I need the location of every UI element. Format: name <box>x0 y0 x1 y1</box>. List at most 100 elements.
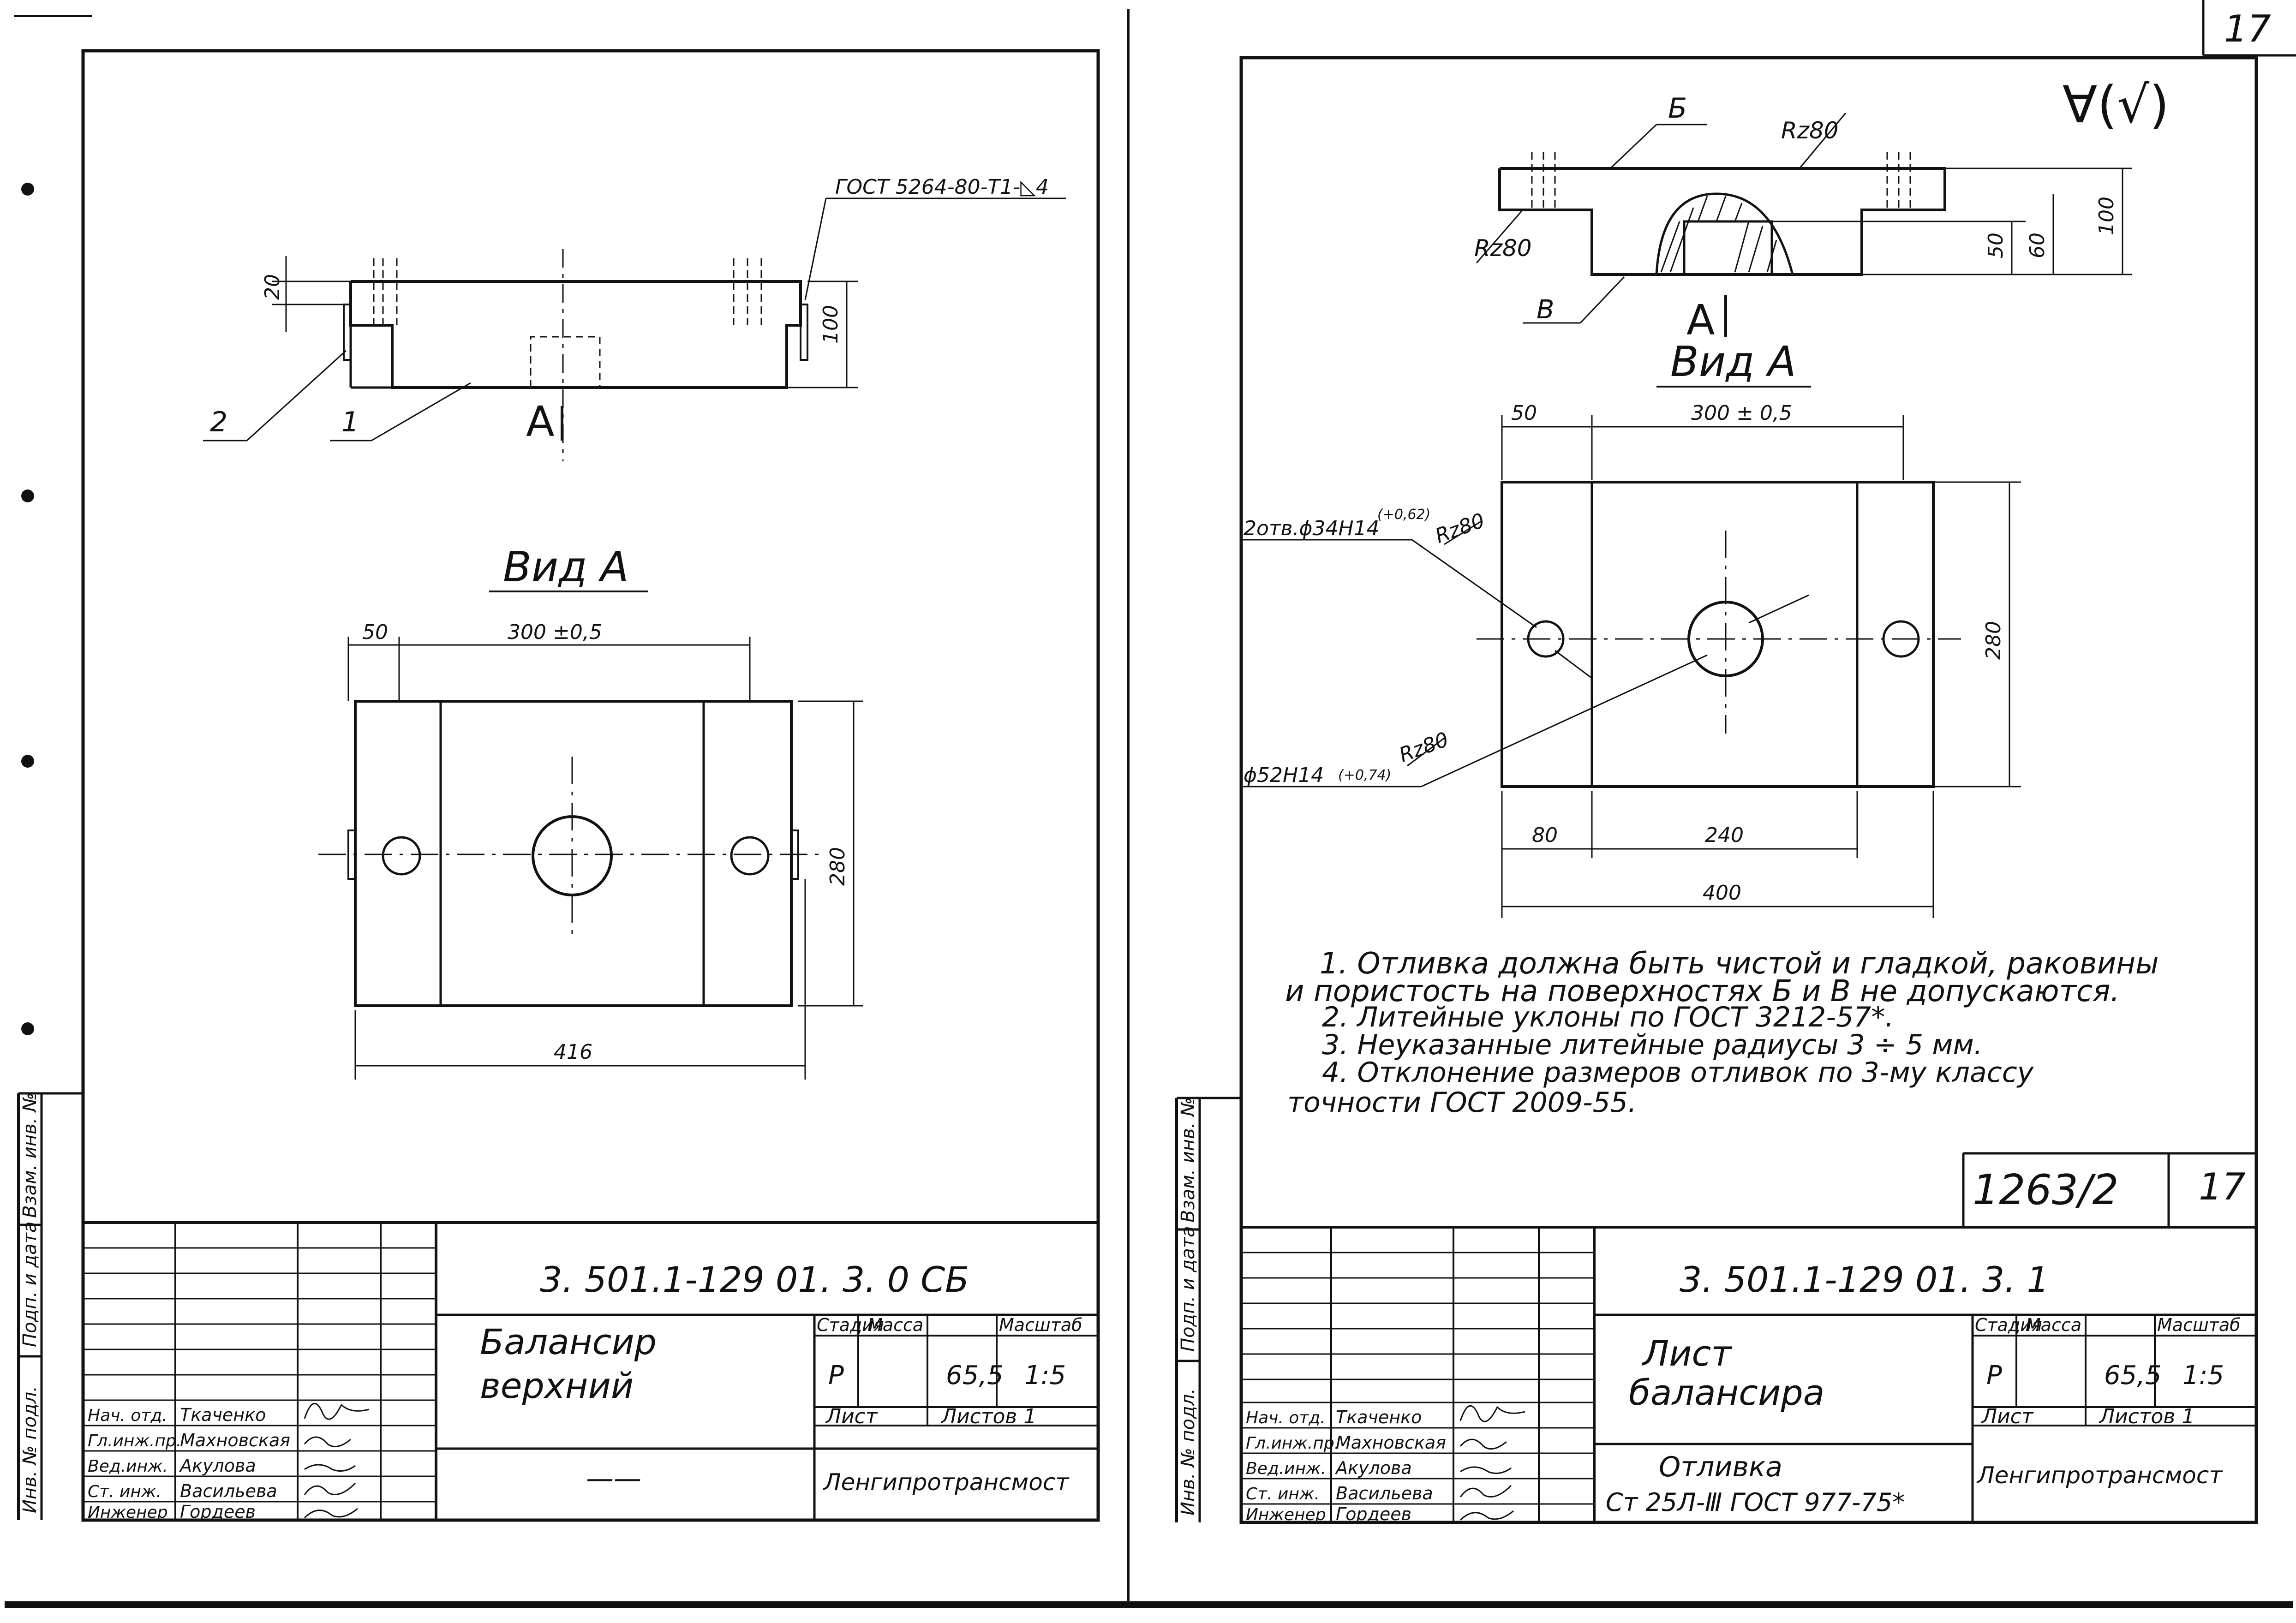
r-side-label-vzam-inv: Взам. инв. № <box>1178 1097 1199 1223</box>
left-title-block: 3. 501.1-129 01. 3. 0 СБ Балансир верхни… <box>83 1221 1098 1522</box>
note-line-1: 1. Отливка должна быть чистой и гладкой,… <box>1320 947 2159 981</box>
r-name-row-1: Ткаченко <box>1336 1407 1422 1427</box>
label-rz80-left: Rz80 <box>1474 235 1532 262</box>
hdr-stage: Стадия <box>817 1315 884 1335</box>
scale-value: 1:5 <box>1024 1360 1066 1390</box>
r-name-line-1: Лист <box>1641 1333 1733 1374</box>
right-side-strip: Инв. № подл. Подп. и дата Взам. инв. № <box>1175 1097 1241 1522</box>
technical-notes: 1. Отливка должна быть чистой и гладкой,… <box>1285 947 2159 1119</box>
r-role-row-5: Инженер <box>1246 1505 1326 1524</box>
right-sheet: Инв. № подл. Подп. и дата Взам. инв. № ∀… <box>1175 56 2258 1524</box>
signatures <box>304 1403 370 1519</box>
r-view-title-a: Вид А <box>1670 338 1796 386</box>
right-plan-view: Вид А 50 300 ± 0,5 280 <box>1241 338 2021 918</box>
dim-60-elev: 60 <box>2026 233 2049 258</box>
left-side-strip: Инв. № подл. Подп. и дата Взам. инв. № <box>17 1092 83 1520</box>
r-role-row-1: Нач. отд. <box>1246 1408 1326 1427</box>
name-row-3: Акулова <box>179 1456 256 1476</box>
material-dash: —— <box>586 1462 641 1495</box>
left-plan-view: Вид А 50 300 ±0,5 280 416 <box>318 543 863 1080</box>
dim-300: 300 ±0,5 <box>508 621 602 644</box>
name-line-2: верхний <box>480 1365 634 1406</box>
hdr-scale: Масштаб <box>999 1315 1082 1335</box>
role-row-1: Нач. отд. <box>88 1406 167 1425</box>
r-role-row-4: Ст. инж. <box>1246 1485 1320 1504</box>
side-label-podp-data: Подп. и дата <box>19 1222 41 1347</box>
dim-20: 20 <box>261 274 284 300</box>
mass-value: 65,5 <box>946 1360 1004 1390</box>
r-section-mark-a: А <box>1686 296 1715 345</box>
label-v: В <box>1537 295 1554 325</box>
r-dim-50-plan: 50 <box>1511 401 1537 425</box>
doc-code: 3. 501.1-129 01. 3. 0 СБ <box>540 1259 969 1300</box>
left-sheet: Инв. № подл. Подп. и дата Взам. инв. № 2… <box>17 49 1100 1522</box>
r-dim-80: 80 <box>1532 823 1558 847</box>
roughness-symbol: ∀(√) <box>2063 75 2169 134</box>
r-role-row-3: Вед.инж. <box>1246 1459 1326 1478</box>
role-row-2: Гл.инж.пр. <box>88 1432 181 1450</box>
holes-small-tol: (+0,62) <box>1377 507 1430 523</box>
leader-label-1: 1 <box>341 406 359 438</box>
label-b-top: Б <box>1668 92 1687 125</box>
note-line-2: и пористость на поверхностях Б и В не до… <box>1285 974 2120 1008</box>
note-line-3: 2. Литейные уклоны по ГОСТ 3212-57*. <box>1322 1001 1894 1033</box>
r-name-row-4: Васильева <box>1336 1483 1433 1504</box>
r-stage-value: Р <box>1986 1360 2002 1390</box>
r-material-line-2: Ст 25Л-Ⅲ ГОСТ 977-75* <box>1606 1488 1905 1517</box>
org-name: Ленгипротрансмост <box>823 1469 1070 1496</box>
role-row-3: Вед.инж. <box>88 1457 168 1476</box>
r-org-name: Ленгипротрансмост <box>1976 1462 2223 1489</box>
page-number: 17 <box>2224 7 2271 50</box>
name-row-2: Махновская <box>180 1430 290 1450</box>
r-dim-400: 400 <box>1703 881 1741 905</box>
sheet-label: Лист <box>825 1405 878 1428</box>
view-title-a: Вид А <box>503 543 629 591</box>
sheet-stamp: 1263/2 17 <box>1962 1152 2256 1227</box>
dim-50-elev: 50 <box>1984 233 2008 258</box>
r-sheets-label: Листов 1 <box>2099 1405 2194 1428</box>
r-signatures <box>1459 1405 1525 1521</box>
r-name-row-5: Гордеев <box>1336 1504 1411 1524</box>
dim-100: 100 <box>819 305 843 344</box>
side-label-inv-podl: Инв. № подл. <box>19 1386 41 1513</box>
stage-value: Р <box>828 1360 844 1390</box>
leader-label-2: 2 <box>210 406 227 438</box>
gost-weld-label: ГОСТ 5264-80-Т1-◺4 <box>835 175 1049 199</box>
r-sheet-label: Лист <box>1981 1405 2034 1428</box>
name-row-1: Ткаченко <box>180 1405 266 1425</box>
sheets-label: Листов 1 <box>940 1405 1036 1428</box>
r-hdr-stage: Стадия <box>1975 1315 2042 1335</box>
binding-holes <box>21 183 34 1035</box>
r-name-row-2: Махновская <box>1336 1432 1446 1453</box>
r-scale-value: 1:5 <box>2182 1360 2224 1390</box>
dim-100-elev: 100 <box>2095 197 2118 235</box>
r-hdr-mass: Масса <box>2026 1315 2081 1335</box>
stamp-sheet: 17 <box>2199 1165 2246 1208</box>
r-doc-code: 3. 501.1-129 01. 3. 1 <box>1680 1259 2049 1300</box>
r-role-row-2: Гл.инж.пр. <box>1246 1434 1339 1453</box>
role-row-4: Ст. инж. <box>88 1482 161 1501</box>
stamp-code: 1263/2 <box>1973 1166 2119 1214</box>
label-rz80-top: Rz80 <box>1781 117 1839 144</box>
r-side-label-podp-data: Подп. и дата <box>1178 1226 1199 1352</box>
hdr-mass: Масса <box>867 1315 923 1335</box>
right-title-block: 3. 501.1-129 01. 3. 1 Лист балансира Отл… <box>1241 1226 2256 1524</box>
dim-280: 280 <box>826 847 849 886</box>
note-line-5: 4. Отклонение размеров отливок по 3-му к… <box>1322 1056 2034 1089</box>
r-material-line-1: Отливка <box>1659 1451 1782 1483</box>
name-row-4: Васильева <box>180 1481 277 1501</box>
holes-small-label: 2отв.ϕ34Н14 <box>1244 517 1380 540</box>
r-dim-300: 300 ± 0,5 <box>1691 401 1792 425</box>
r-dim-240: 240 <box>1705 823 1744 847</box>
role-row-5: Инженер <box>88 1503 168 1522</box>
right-elevation-view: Б Rz80 Rz80 В 50 60 100 А <box>1474 92 2132 345</box>
r-name-line-2: балансира <box>1629 1372 1824 1413</box>
note-line-6: точности ГОСТ 2009-55. <box>1287 1086 1637 1119</box>
r-mass-value: 65,5 <box>2104 1360 2162 1390</box>
hole-big-tol: (+0,74) <box>1338 767 1391 783</box>
note-line-4: 3. Неуказанные литейные радиусы 3 ÷ 5 мм… <box>1322 1029 1983 1061</box>
r-dim-280: 280 <box>1982 621 2005 660</box>
side-label-vzam-inv: Взам. инв. № <box>19 1092 41 1218</box>
dim-50-plan: 50 <box>362 621 388 644</box>
